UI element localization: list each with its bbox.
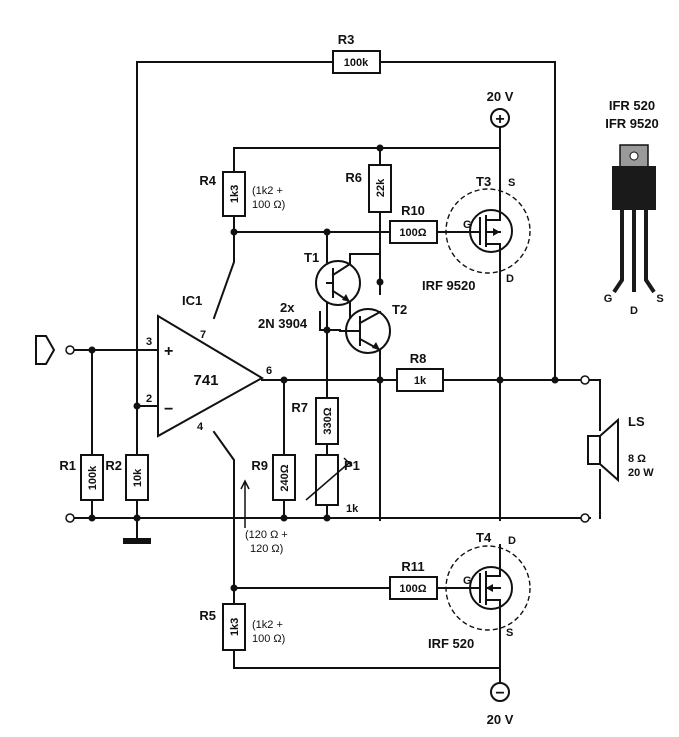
- package-title2: IFR 9520: [605, 116, 658, 131]
- ic1-plus: +: [164, 343, 173, 360]
- p1-label: P1: [344, 458, 360, 473]
- resistor-r5: 1k3 R5 (1k2 + 100 Ω): [199, 603, 285, 651]
- r8-value: 1k: [414, 375, 427, 387]
- terminals: [65, 345, 590, 523]
- supply-positive: + 20 V: [487, 89, 514, 128]
- package-body: [612, 166, 656, 210]
- supply-minus-voltage: 20 V: [487, 712, 514, 727]
- supply-plus-voltage: 20 V: [487, 89, 514, 104]
- r9-label: R9: [251, 458, 268, 473]
- ground-symbol: [123, 538, 151, 544]
- resistor-r6: 22k R6: [345, 164, 392, 213]
- ls-power: 20 W: [628, 467, 654, 479]
- r5-note2: 100 Ω): [252, 633, 285, 645]
- package-pin-d: D: [630, 305, 638, 317]
- transistor-t1: T1: [304, 250, 361, 306]
- resistor-r9: 240Ω R9 (120 Ω + 120 Ω): [240, 454, 296, 555]
- package-title1: IFR 520: [609, 98, 655, 113]
- ic1-pin4: 4: [197, 421, 204, 433]
- resistor-r11: 100Ω R11: [389, 559, 438, 600]
- transistor-pair-type: 2N 3904: [258, 316, 308, 331]
- ic1-label: IC1: [182, 293, 202, 308]
- t4-label: T4: [476, 530, 492, 545]
- mosfet-t4: T4 G D S IRF 520: [428, 530, 531, 651]
- resistor-r1: 100k R1: [59, 454, 104, 501]
- r9-value: 240Ω: [279, 464, 291, 491]
- supply-plus-sign: +: [495, 111, 504, 128]
- r9-note2: 120 Ω): [250, 543, 283, 555]
- t3-gate: G: [463, 219, 472, 231]
- resistor-r8: 1k R8: [396, 351, 444, 392]
- r2-label: R2: [105, 458, 122, 473]
- ic1-pin3: 3: [146, 336, 152, 348]
- p1-value: 1k: [346, 503, 359, 515]
- r7-label: R7: [291, 400, 308, 415]
- transistor-t2: T2: [339, 302, 407, 354]
- potentiometer-p1: P1 1k: [305, 443, 360, 515]
- t4-gate: G: [463, 575, 472, 587]
- r11-value: 100Ω: [399, 583, 426, 595]
- r5-label: R5: [199, 608, 216, 623]
- package-pin-g: G: [604, 293, 613, 305]
- r2-value: 10k: [132, 468, 144, 487]
- resistor-r3: 100k R3: [332, 32, 381, 74]
- t4-source: S: [506, 627, 513, 639]
- r4-note2: 100 Ω): [252, 199, 285, 211]
- r9-note1: (120 Ω +: [245, 529, 288, 541]
- ic1-pin7: 7: [200, 329, 206, 341]
- r1-label: R1: [59, 458, 76, 473]
- r6-label: R6: [345, 170, 362, 185]
- t3-type: IRF 9520: [422, 278, 475, 293]
- r4-note1: (1k2 +: [252, 185, 283, 197]
- t4-drain: D: [508, 535, 516, 547]
- r1-value: 100k: [87, 465, 99, 490]
- t3-source: S: [508, 177, 515, 189]
- supply-minus-sign: −: [495, 685, 504, 702]
- resistor-r10: 100Ω R10: [389, 203, 438, 244]
- t3-label: T3: [476, 174, 491, 189]
- wires: [69, 61, 601, 683]
- t1-label: T1: [304, 250, 319, 265]
- junction-dots: [88, 144, 559, 592]
- ic1-type: 741: [193, 372, 218, 389]
- ls-label: LS: [628, 414, 645, 429]
- opamp-ic1: 741 IC1 + − 3 2 6 7 4: [146, 293, 272, 438]
- ic1-pin2: 2: [146, 393, 152, 405]
- r3-value: 100k: [344, 57, 369, 69]
- r7-value: 330Ω: [322, 407, 334, 434]
- speaker-ls: LS 8 Ω 20 W: [587, 414, 654, 483]
- ic1-minus: −: [164, 401, 173, 418]
- r5-note1: (1k2 +: [252, 619, 283, 631]
- resistor-r2: 10k R2: [105, 454, 149, 501]
- supply-negative: − 20 V: [487, 682, 514, 727]
- r10-label: R10: [401, 203, 425, 218]
- t4-type: IRF 520: [428, 636, 474, 651]
- to220-package: IFR 520 IFR 9520 G D S: [604, 98, 664, 317]
- r5-value: 1k3: [229, 618, 241, 636]
- r3-label: R3: [338, 32, 355, 47]
- r11-label: R11: [401, 559, 424, 574]
- resistor-r7: 330Ω R7: [291, 397, 339, 445]
- t2-label: T2: [392, 302, 407, 317]
- r8-label: R8: [410, 351, 427, 366]
- r10-value: 100Ω: [399, 227, 426, 239]
- t3-drain: D: [506, 273, 514, 285]
- input-connector-icon: [35, 335, 56, 365]
- r6-value: 22k: [375, 178, 387, 197]
- r4-value: 1k3: [229, 185, 241, 203]
- package-pin-s: S: [656, 293, 663, 305]
- ls-impedance: 8 Ω: [628, 453, 646, 465]
- r4-label: R4: [199, 173, 216, 188]
- ic1-pin6: 6: [266, 365, 272, 377]
- resistor-r4: 1k3 R4 (1k2 + 100 Ω): [199, 171, 285, 217]
- transistor-pair-count: 2x: [280, 300, 295, 315]
- mosfet-t3: T3 G S D IRF 9520: [422, 174, 531, 293]
